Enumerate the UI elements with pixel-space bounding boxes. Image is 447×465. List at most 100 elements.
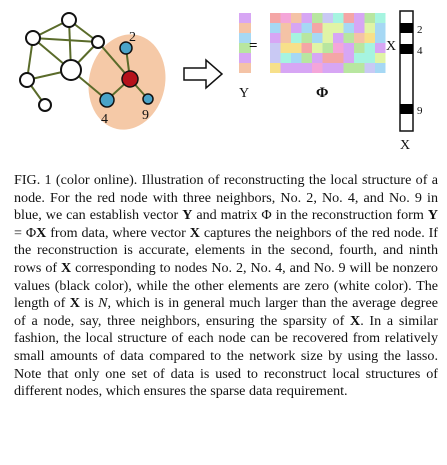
matrix-cell <box>343 53 354 63</box>
matrix-cell <box>333 13 344 23</box>
neighbor-node-9 <box>142 93 154 105</box>
matrix-cell <box>364 13 375 23</box>
node <box>91 35 105 49</box>
matrix-cell <box>343 43 354 53</box>
matrix-cell <box>280 23 291 33</box>
matrix-cell <box>239 13 251 23</box>
y-label: Y <box>239 86 249 101</box>
caption-vector-y: Y <box>182 207 193 224</box>
matrix-cell <box>291 43 302 53</box>
matrix-cell <box>280 33 291 43</box>
x-label-bottom: X <box>400 138 410 153</box>
matrix-cell <box>333 23 344 33</box>
x-row-label-4: 4 <box>417 45 423 57</box>
matrix-cell <box>291 13 302 23</box>
matrix-cell <box>312 13 323 23</box>
matrix-cell <box>280 43 291 53</box>
matrix-cell <box>280 53 291 63</box>
figure-illustration: 2 4 9 = Y Φ X 2 4 9 X <box>19 10 423 153</box>
caption-vector-x: X <box>60 259 72 276</box>
matrix-cell <box>364 33 375 43</box>
matrix-cell <box>375 13 386 23</box>
matrix-cell <box>280 13 291 23</box>
node <box>25 30 41 46</box>
matrix-cell <box>301 53 312 63</box>
x-row-label-2: 2 <box>417 24 423 36</box>
matrix-cell <box>354 53 365 63</box>
caption-text: , which is in general much larger than t… <box>14 295 438 329</box>
matrix-cell <box>239 43 251 53</box>
matrix-cell <box>301 33 312 43</box>
network-nodes <box>19 12 105 112</box>
x-row-label-9: 9 <box>417 105 423 117</box>
matrix-cell <box>280 63 291 73</box>
caption-text: = Φ <box>14 224 37 241</box>
matrix-cell <box>301 43 312 53</box>
caption-vector-x: X <box>69 295 80 312</box>
matrix-cell <box>312 43 323 53</box>
matrix-cell <box>333 43 344 53</box>
matrix-cell <box>364 63 375 73</box>
caption-eq-x: X <box>36 224 47 241</box>
matrix-cell <box>343 13 354 23</box>
matrix-cell <box>343 33 354 43</box>
matrix-cell <box>270 53 281 63</box>
matrix-cell <box>301 63 312 73</box>
matrix-cell <box>375 33 386 43</box>
matrix-cell <box>291 23 302 33</box>
caption-vector-x: X <box>189 224 200 241</box>
x-vector <box>399 10 414 132</box>
neighbor-node-2 <box>119 41 133 55</box>
matrix-cell <box>375 43 386 53</box>
matrix-cell <box>354 33 365 43</box>
matrix-cell <box>333 53 344 63</box>
caption-text: corresponding to nodes No. 2, No. 4, and… <box>14 259 438 312</box>
matrix-cell <box>354 63 365 73</box>
arrow-icon <box>183 58 224 90</box>
matrix-cell <box>364 53 375 63</box>
caption-eq-y: Y <box>427 207 438 224</box>
matrix-cell <box>291 53 302 63</box>
x-entry-9 <box>400 104 413 114</box>
matrix-cell <box>291 63 302 73</box>
caption-text: and matrix Φ in the reconstruction form <box>192 207 428 224</box>
matrix-cell <box>343 23 354 33</box>
matrix-cell <box>301 23 312 33</box>
matrix-cell <box>354 23 365 33</box>
matrix-cell <box>270 43 281 53</box>
matrix-cell <box>322 33 333 43</box>
matrix-cell <box>301 13 312 23</box>
neighbor-node-4 <box>99 92 115 108</box>
matrix-cell <box>375 23 386 33</box>
caption-text: FIG. 1 (color online). Illustration of r… <box>14 172 438 224</box>
matrix-cell <box>270 13 281 23</box>
caption-text: captures the neighbors of the red node. … <box>14 224 438 276</box>
matrix-cell <box>322 43 333 53</box>
matrix-cell <box>322 23 333 33</box>
matrix-cell <box>322 63 333 73</box>
node <box>19 72 35 88</box>
x-entry-4 <box>400 44 413 54</box>
matrix-cell <box>364 23 375 33</box>
matrix-cell <box>322 53 333 63</box>
node <box>38 98 52 112</box>
caption-n: N <box>98 295 108 312</box>
matrix-cell <box>354 13 365 23</box>
equals-sign: = <box>249 38 258 54</box>
node <box>60 59 82 81</box>
matrix-cell <box>375 53 386 63</box>
caption-vector-x: X <box>350 312 361 329</box>
phi-label: Φ <box>316 85 328 101</box>
node <box>61 12 77 28</box>
matrix-cell <box>239 63 251 73</box>
matrix-cell <box>333 63 344 73</box>
caption-text: . In a similar fashion, the local struct… <box>14 312 438 400</box>
target-node <box>121 70 139 88</box>
matrix-cell <box>354 43 365 53</box>
matrix-cell <box>312 33 323 43</box>
y-vector <box>239 13 251 73</box>
matrix-cell <box>312 23 323 33</box>
phi-matrix <box>270 13 386 73</box>
matrix-cell <box>375 63 386 73</box>
x-label-right: X <box>386 39 396 54</box>
